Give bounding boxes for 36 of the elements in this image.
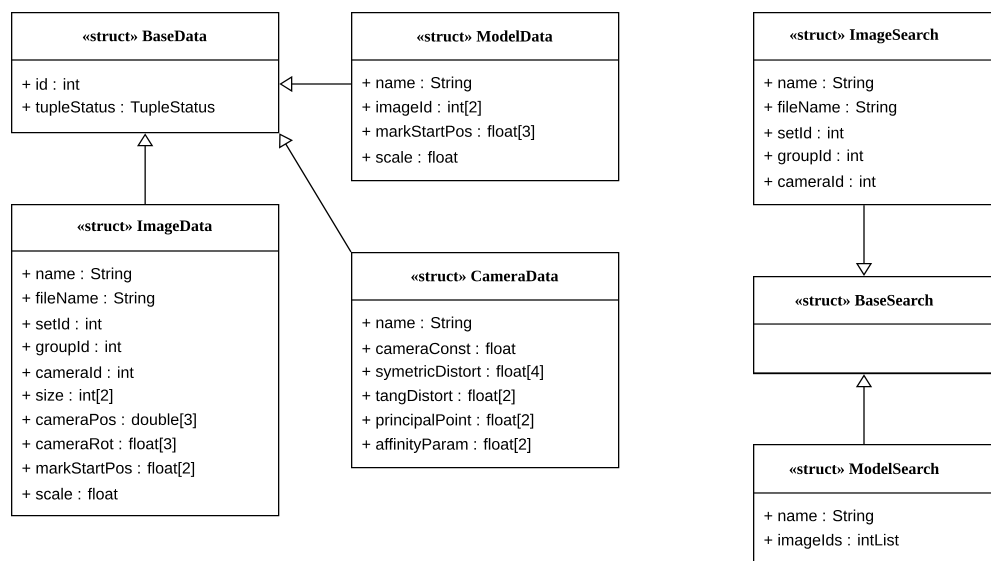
class-name: «struct» ModelData	[417, 30, 552, 42]
attribute-text: + markStartPos : float[3]	[362, 125, 534, 140]
attribute-text: + cameraRot : float[3]	[22, 438, 176, 453]
attribute-text: + id : int	[22, 78, 80, 90]
class-name: «struct» BaseData	[82, 30, 207, 42]
attribute-text: + setId : int	[764, 126, 844, 138]
attribute-text: + markStartPos : float[2]	[22, 462, 194, 477]
attribute-text: + imageId : int[2]	[362, 100, 481, 116]
attribute-text: + name : String	[764, 76, 874, 92]
attribute-text: + principalPoint : float[2]	[362, 414, 534, 429]
attribute-text: + groupId : int	[764, 149, 864, 164]
class-name: «struct» ImageData	[78, 220, 212, 234]
attribute-text: + tupleStatus : TupleStatus	[22, 100, 215, 116]
class-name: «struct» ModelSearch	[790, 462, 939, 474]
attribute-text: + fileName : String	[22, 292, 154, 307]
class-name: «struct» CameraData	[411, 270, 558, 282]
attribute-text: + groupId : int	[22, 340, 122, 356]
attribute-text: + size : int[2]	[22, 389, 112, 404]
attribute-text: + scale : float	[362, 151, 458, 163]
attribute-text: + symetricDistort : float[4]	[362, 365, 543, 380]
attribute-text: + name : String	[22, 268, 132, 282]
class-name: «struct» BaseSearch	[795, 294, 934, 306]
attribute-text: + cameraId : int	[22, 366, 134, 378]
attribute-text: + affinityParam : float[2]	[362, 438, 530, 453]
attribute-text: + cameraId : int	[764, 175, 876, 188]
attribute-text: + tangDistort : float[2]	[362, 389, 515, 404]
attribute-text: + fileName : String	[764, 100, 896, 116]
attribute-text: + name : String	[362, 76, 472, 92]
attribute-text: + name : String	[764, 510, 874, 524]
attribute-text: + imageIds : intList	[764, 534, 899, 549]
attribute-text: + cameraPos : double[3]	[22, 413, 196, 428]
class-name: «struct» ImageSearch	[790, 28, 938, 44]
attribute-text: + cameraConst : float	[362, 342, 516, 354]
attribute-text: + name : String	[362, 316, 472, 332]
attribute-text: + setId : int	[22, 318, 102, 330]
attribute-text: + scale : float	[22, 488, 118, 500]
